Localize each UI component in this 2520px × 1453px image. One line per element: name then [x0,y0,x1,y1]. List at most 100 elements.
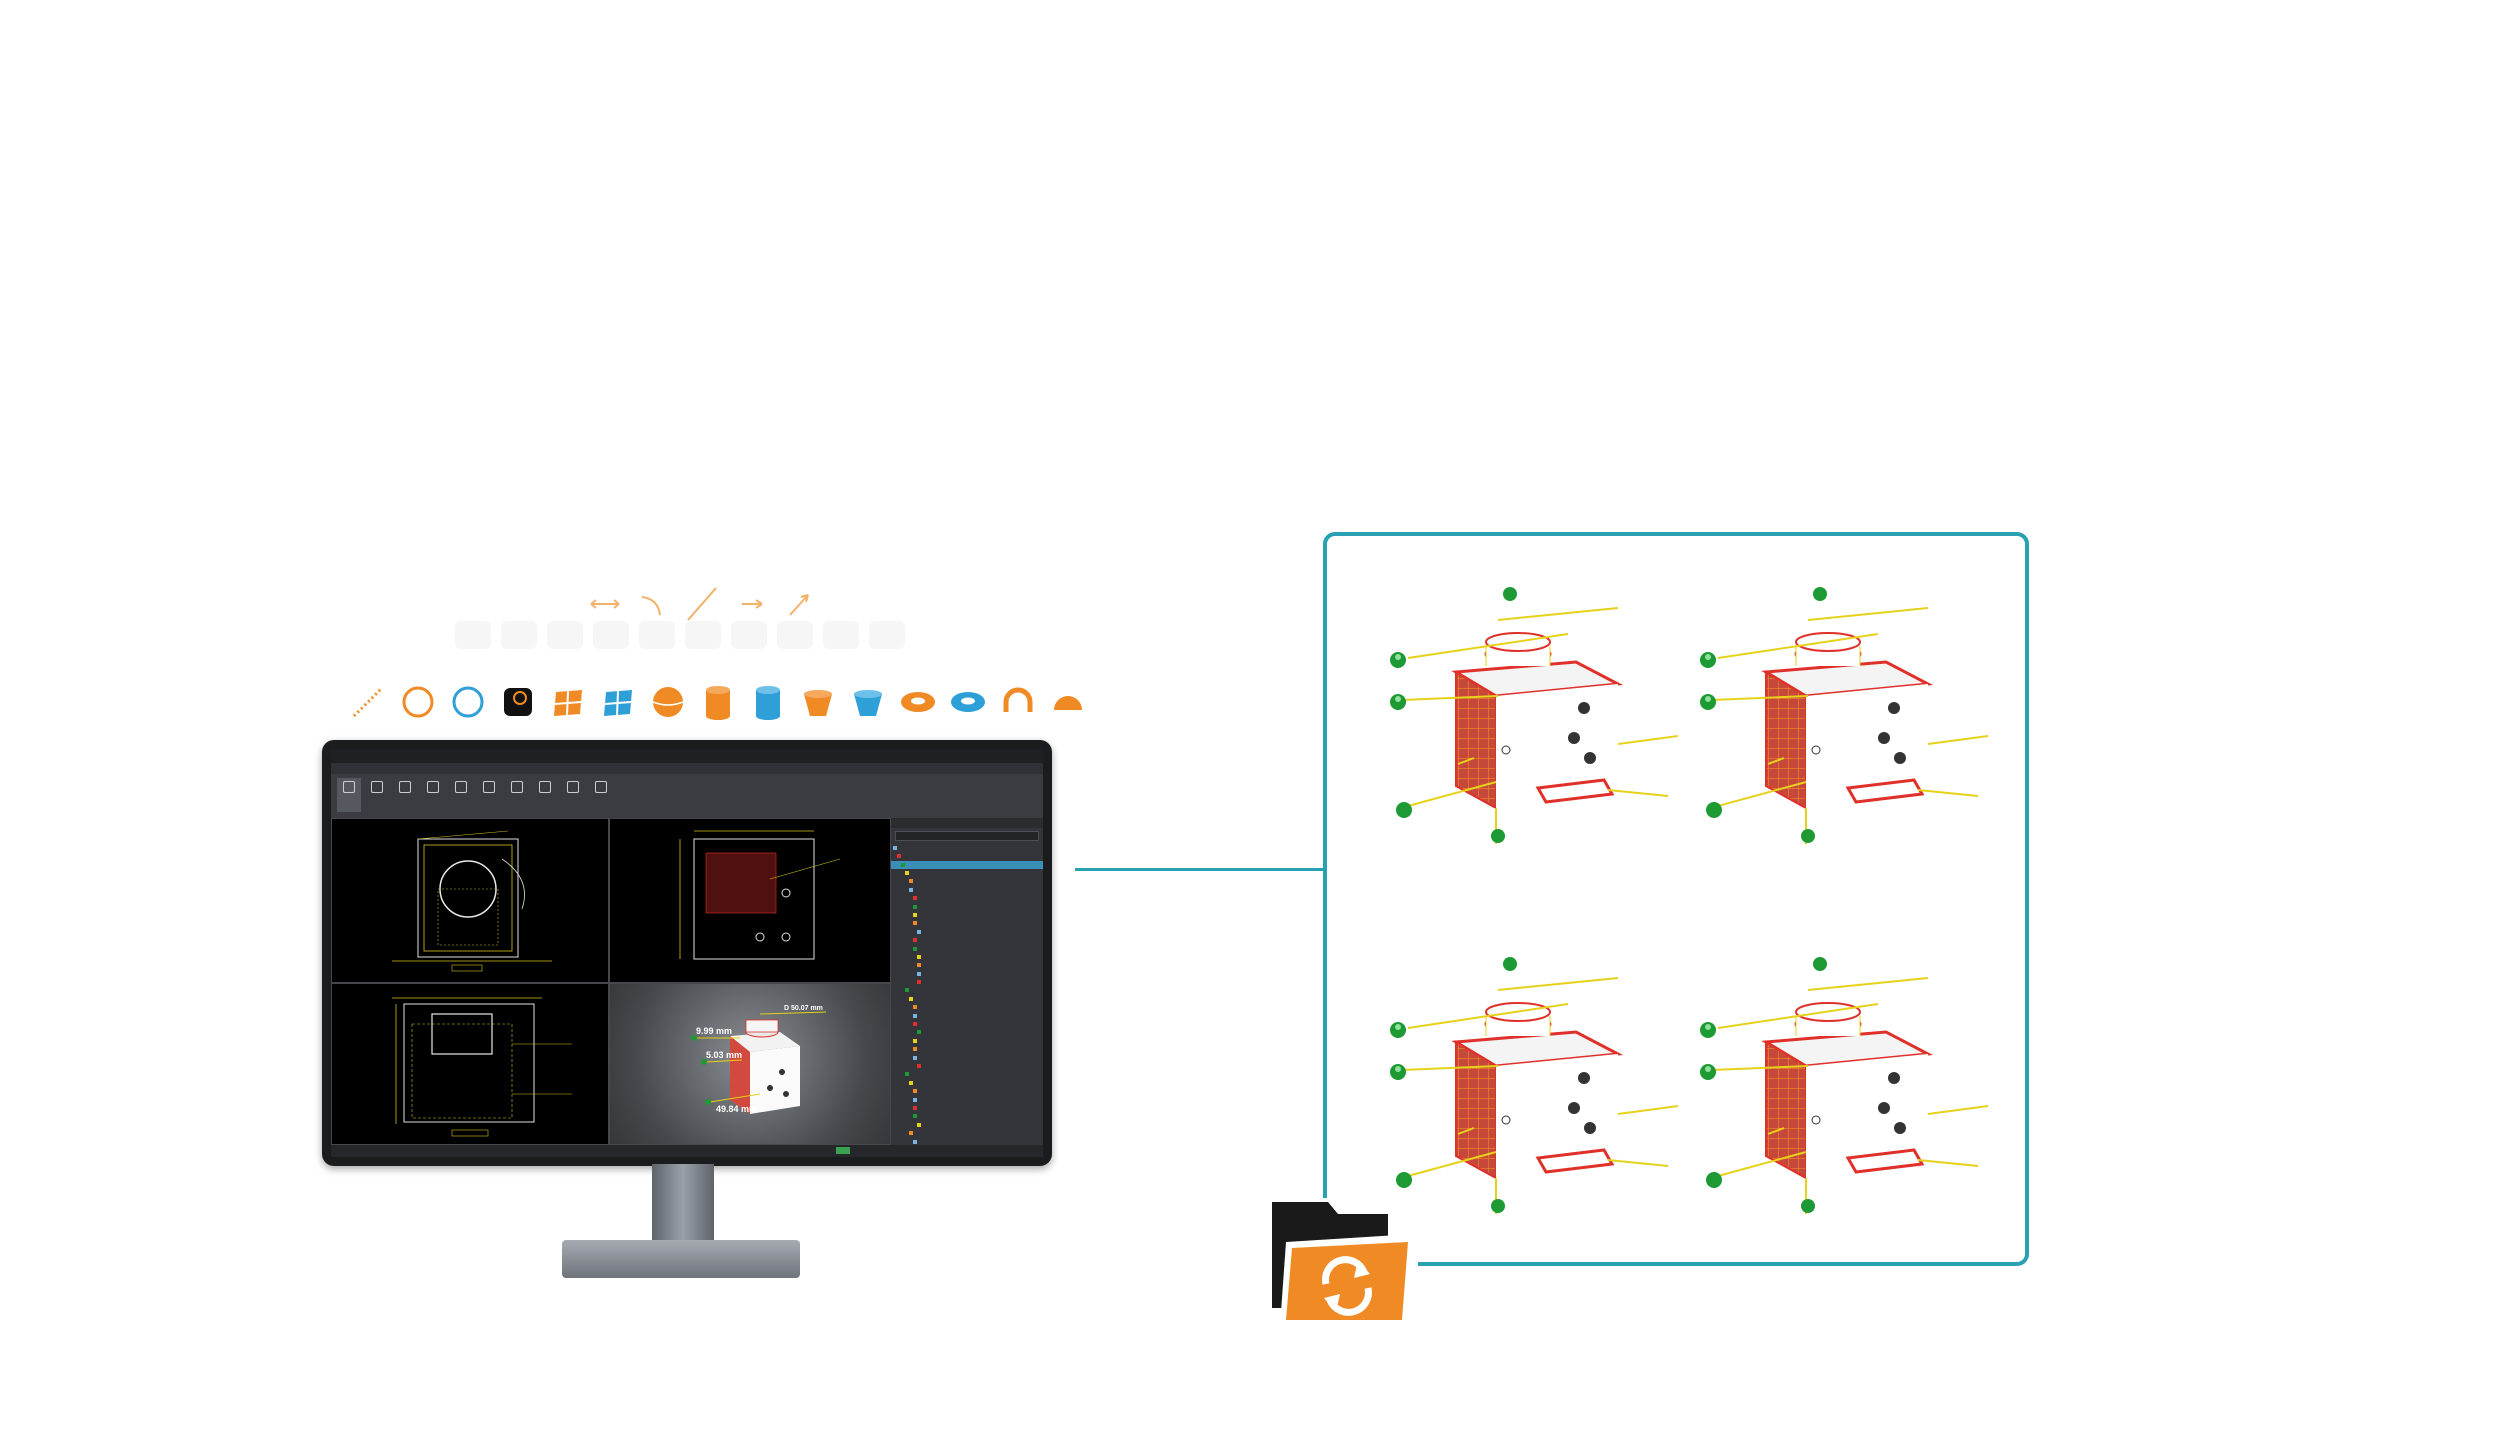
tree-item-icon [905,871,909,876]
circle-blue-icon [446,680,490,724]
scene-tree-item[interactable] [891,1121,1043,1129]
scene-tree-item[interactable] [891,844,1043,852]
tree-item-icon [913,1139,917,1144]
status-bar [331,1145,1043,1157]
viewport-top[interactable] [609,818,891,983]
scene-tree-panel [891,818,1043,1152]
cad-drawing-side [392,997,572,1137]
ribbon-button[interactable] [393,778,417,812]
scene-tree-item[interactable] [891,961,1043,969]
scene-tree-item[interactable] [891,1104,1043,1112]
plane-blue-icon [596,680,640,724]
scene-tree-item[interactable] [891,1113,1043,1121]
part-render [1688,568,1989,868]
scene-tree-item[interactable] [891,869,1043,877]
ribbon-button[interactable] [365,778,389,812]
part-render [1378,568,1679,868]
tree-item-icon [913,1089,917,1094]
scene-tree-item[interactable] [891,1087,1043,1095]
ribbon-button[interactable] [589,778,613,812]
scene-tree-item[interactable] [891,987,1043,995]
scene-tree-item[interactable] [891,911,1043,919]
tree-item-icon [913,938,917,943]
half-dome-icon [1046,680,1090,724]
ribbon-button[interactable] [505,778,529,812]
cone-blue-icon [846,680,890,724]
scene-tree-search-input[interactable] [895,831,1039,841]
scene-tree-item[interactable] [891,852,1043,860]
monitor: 9.99 mm 5.03 mm 49.84 mm D 50.07 mm [322,740,1052,1166]
scene-tree-item[interactable] [891,1045,1043,1053]
measure-label-b: 5.03 mm [706,1050,742,1060]
tree-item-icon [913,912,917,917]
scene-tree-item[interactable] [891,920,1043,928]
tree-item-icon [913,1055,917,1060]
scene-tree-item[interactable] [891,1129,1043,1137]
status-indicator [836,1147,850,1154]
scene-tree-item[interactable] [891,936,1043,944]
sphere-icon [646,680,690,724]
line-icon [346,680,390,724]
scene-tree-item[interactable] [891,860,1043,870]
cad-drawing-front [392,830,552,972]
scene-tree-item[interactable] [891,945,1043,953]
measure-label-a: 9.99 mm [696,1026,732,1036]
tree-item-icon [905,988,909,993]
tree-item-icon [909,887,913,892]
scene-tree-item[interactable] [891,1096,1043,1104]
scene-tree-item[interactable] [891,1029,1043,1037]
ribbon-button[interactable] [337,778,361,812]
scene-tree-item[interactable] [891,978,1043,986]
scene-tree-list [891,844,1043,1154]
faint-tool-row [455,618,965,652]
app-window: 9.99 mm 5.03 mm 49.84 mm D 50.07 mm [331,749,1043,1157]
scene-tree-header [891,818,1043,828]
scene-tree-item[interactable] [891,970,1043,978]
scene-tree-item[interactable] [891,928,1043,936]
scene-tree-item[interactable] [891,1079,1043,1087]
viewport-front[interactable] [331,818,609,983]
viewport-side[interactable] [331,983,609,1145]
viewport-3d[interactable]: 9.99 mm 5.03 mm 49.84 mm D 50.07 mm [609,983,891,1145]
tree-item-icon [913,904,917,909]
torus-orange-icon [896,680,940,724]
tree-item-icon [909,996,913,1001]
ribbon-toolbar [331,774,1043,818]
geometry-element-icons [346,680,1096,724]
scene-tree-item[interactable] [891,1062,1043,1070]
scene-tree-item[interactable] [891,1012,1043,1020]
tree-item-icon [905,1072,909,1077]
scene-tree-item[interactable] [891,1003,1043,1011]
scene-tree-item[interactable] [891,878,1043,886]
scene-tree-item[interactable] [891,995,1043,1003]
3d-part-preview: 9.99 mm 5.03 mm 49.84 mm D 50.07 mm [691,1005,827,1114]
tree-item-icon [913,1022,917,1027]
tree-item-icon [917,1122,921,1127]
scene-tree-item[interactable] [891,894,1043,902]
tree-item-icon [913,896,917,901]
diagonal-line-icon [677,582,727,626]
scene-tree-item[interactable] [891,1020,1043,1028]
window-title [331,749,1043,763]
ribbon-button[interactable] [421,778,445,812]
ribbon-button[interactable] [449,778,473,812]
ribbon-button[interactable] [477,778,501,812]
folder-sync-icon[interactable] [1268,1198,1418,1328]
tree-item-icon [917,929,921,934]
scene-tree-item[interactable] [891,1071,1043,1079]
ribbon-button[interactable] [533,778,557,812]
measure-tool-icons [585,582,825,626]
ribbon-button[interactable] [561,778,585,812]
tree-item-icon [917,954,921,959]
cylinder-orange-icon [696,680,740,724]
tree-item-icon [913,946,917,951]
scene-tree-item[interactable] [891,1138,1043,1146]
part-render [1688,938,1989,1238]
scene-tree-item[interactable] [891,953,1043,961]
scene-tree-item[interactable] [891,903,1043,911]
plane-orange-icon [546,680,590,724]
scene-tree-item[interactable] [891,886,1043,894]
scene-tree-item[interactable] [891,1054,1043,1062]
tree-item-icon [909,1080,913,1085]
scene-tree-item[interactable] [891,1037,1043,1045]
